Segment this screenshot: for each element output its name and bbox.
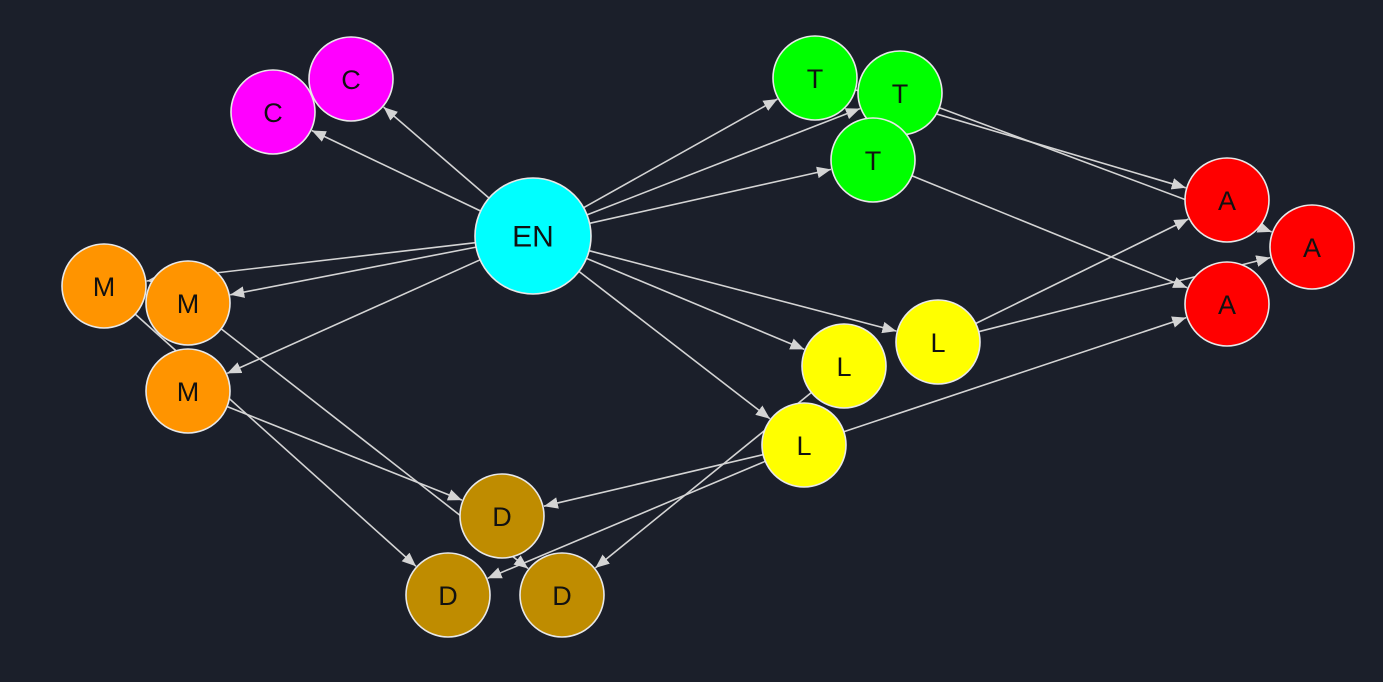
node-circle-en[interactable] xyxy=(474,177,592,295)
edge-en-to-l2 xyxy=(588,249,897,334)
node-circle-t1[interactable] xyxy=(772,35,858,121)
node-a1[interactable]: A xyxy=(1184,157,1270,243)
node-m2[interactable]: M xyxy=(145,260,231,346)
node-circle-l3[interactable] xyxy=(761,402,847,488)
node-circle-d1[interactable] xyxy=(459,473,545,559)
edge-en-to-m2 xyxy=(230,246,477,298)
edges-layer xyxy=(134,89,1272,580)
node-c1[interactable]: C xyxy=(308,36,394,122)
node-circle-a3[interactable] xyxy=(1184,261,1270,347)
node-circle-a2[interactable] xyxy=(1269,204,1355,290)
node-m1[interactable]: M xyxy=(61,243,147,329)
node-d2[interactable]: D xyxy=(405,552,491,638)
edge-l3-to-d1 xyxy=(543,453,764,509)
node-l3[interactable]: L xyxy=(761,402,847,488)
edge-l2-to-a1 xyxy=(975,218,1189,325)
node-t3[interactable]: T xyxy=(830,117,916,203)
node-circle-l2[interactable] xyxy=(895,299,981,385)
node-a2[interactable]: A xyxy=(1269,204,1355,290)
node-circle-m1[interactable] xyxy=(61,243,147,329)
node-circle-m3[interactable] xyxy=(145,348,231,434)
edge-en-to-l1 xyxy=(586,257,805,351)
node-circle-a1[interactable] xyxy=(1184,157,1270,243)
edge-en-to-c2 xyxy=(311,129,481,212)
node-a3[interactable]: A xyxy=(1184,261,1270,347)
edge-en-to-c1 xyxy=(383,106,490,199)
node-en[interactable]: EN xyxy=(474,177,592,295)
node-circle-l1[interactable] xyxy=(801,323,887,409)
node-l1[interactable]: L xyxy=(801,323,887,409)
edge-en-to-l3 xyxy=(578,270,771,420)
node-circle-d2[interactable] xyxy=(405,552,491,638)
edge-l3-to-d2 xyxy=(487,460,766,580)
edge-l3-to-a3 xyxy=(843,316,1187,433)
node-circle-c2[interactable] xyxy=(230,69,316,155)
edge-t3-to-a3 xyxy=(911,175,1188,289)
edge-en-to-t2 xyxy=(586,107,861,216)
node-circle-m2[interactable] xyxy=(145,260,231,346)
edge-m3-to-d1 xyxy=(226,405,463,501)
edge-en-to-t3 xyxy=(589,166,832,225)
node-c2[interactable]: C xyxy=(230,69,316,155)
edge-en-to-t1 xyxy=(583,98,778,209)
node-circle-t3[interactable] xyxy=(830,117,916,203)
node-circle-d3[interactable] xyxy=(519,552,605,638)
edge-en-to-m3 xyxy=(226,259,481,375)
node-t1[interactable]: T xyxy=(772,35,858,121)
node-m3[interactable]: M xyxy=(145,348,231,434)
node-d1[interactable]: D xyxy=(459,473,545,559)
node-circle-c1[interactable] xyxy=(308,36,394,122)
node-d3[interactable]: D xyxy=(519,552,605,638)
node-l2[interactable]: L xyxy=(895,299,981,385)
